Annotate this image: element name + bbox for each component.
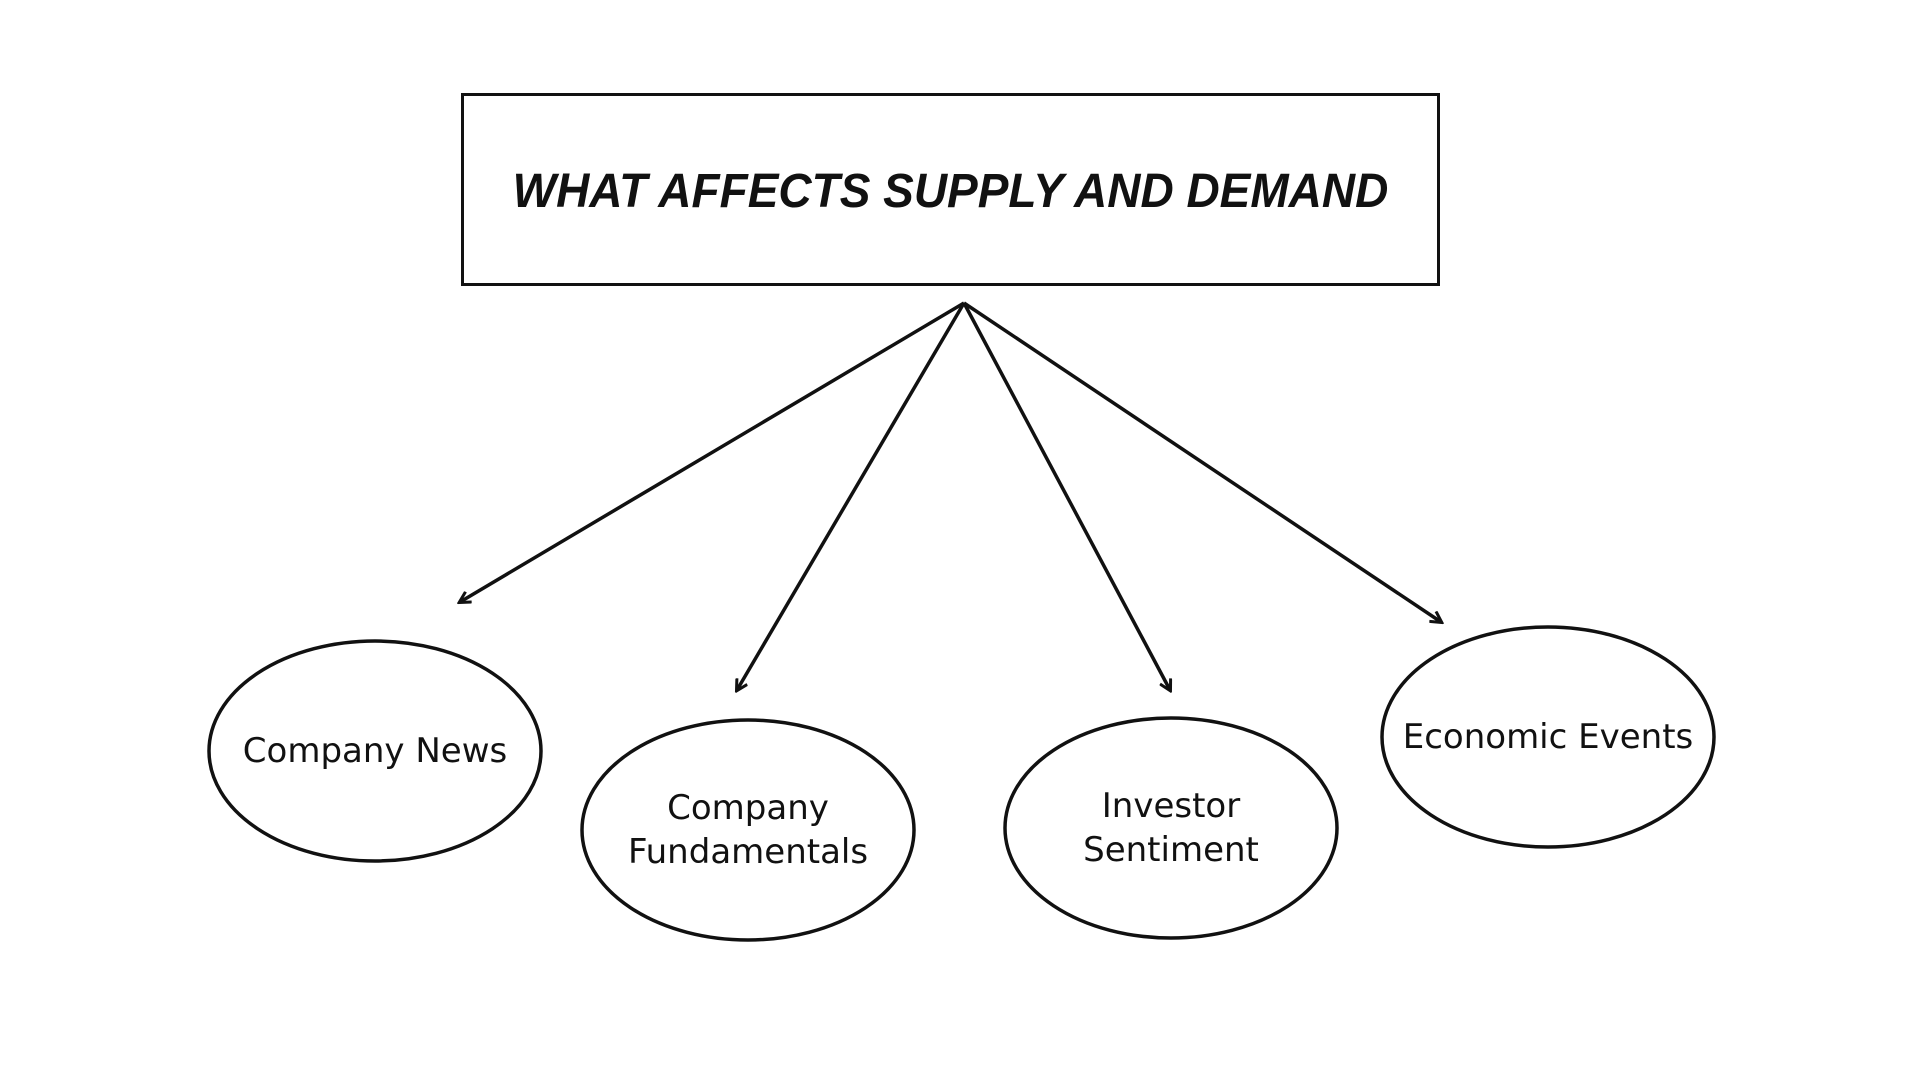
arrow-to-economic-events bbox=[963, 301, 1441, 622]
node-ellipse-investor-sentiment bbox=[1003, 716, 1339, 940]
node-ellipse-company-news bbox=[207, 639, 543, 863]
node-ellipse-company-fundamentals bbox=[580, 718, 916, 942]
node-company-news: Company News bbox=[242, 731, 508, 771]
title-box: WHAT AFFECTS SUPPLY AND DEMAND bbox=[461, 93, 1440, 286]
diagram-title: WHAT AFFECTS SUPPLY AND DEMAND bbox=[512, 162, 1389, 217]
arrow-to-company-fundamentals bbox=[737, 302, 966, 690]
node-company-fundamentals: Company Fundamentals bbox=[627, 788, 869, 872]
arrow-to-investor-sentiment bbox=[962, 302, 1170, 690]
arrow-to-company-news bbox=[460, 301, 965, 602]
node-ellipse-economic-events bbox=[1380, 625, 1716, 849]
node-investor-sentiment: Investor Sentiment bbox=[1083, 786, 1259, 870]
node-economic-events: Economic Events bbox=[1402, 717, 1694, 757]
